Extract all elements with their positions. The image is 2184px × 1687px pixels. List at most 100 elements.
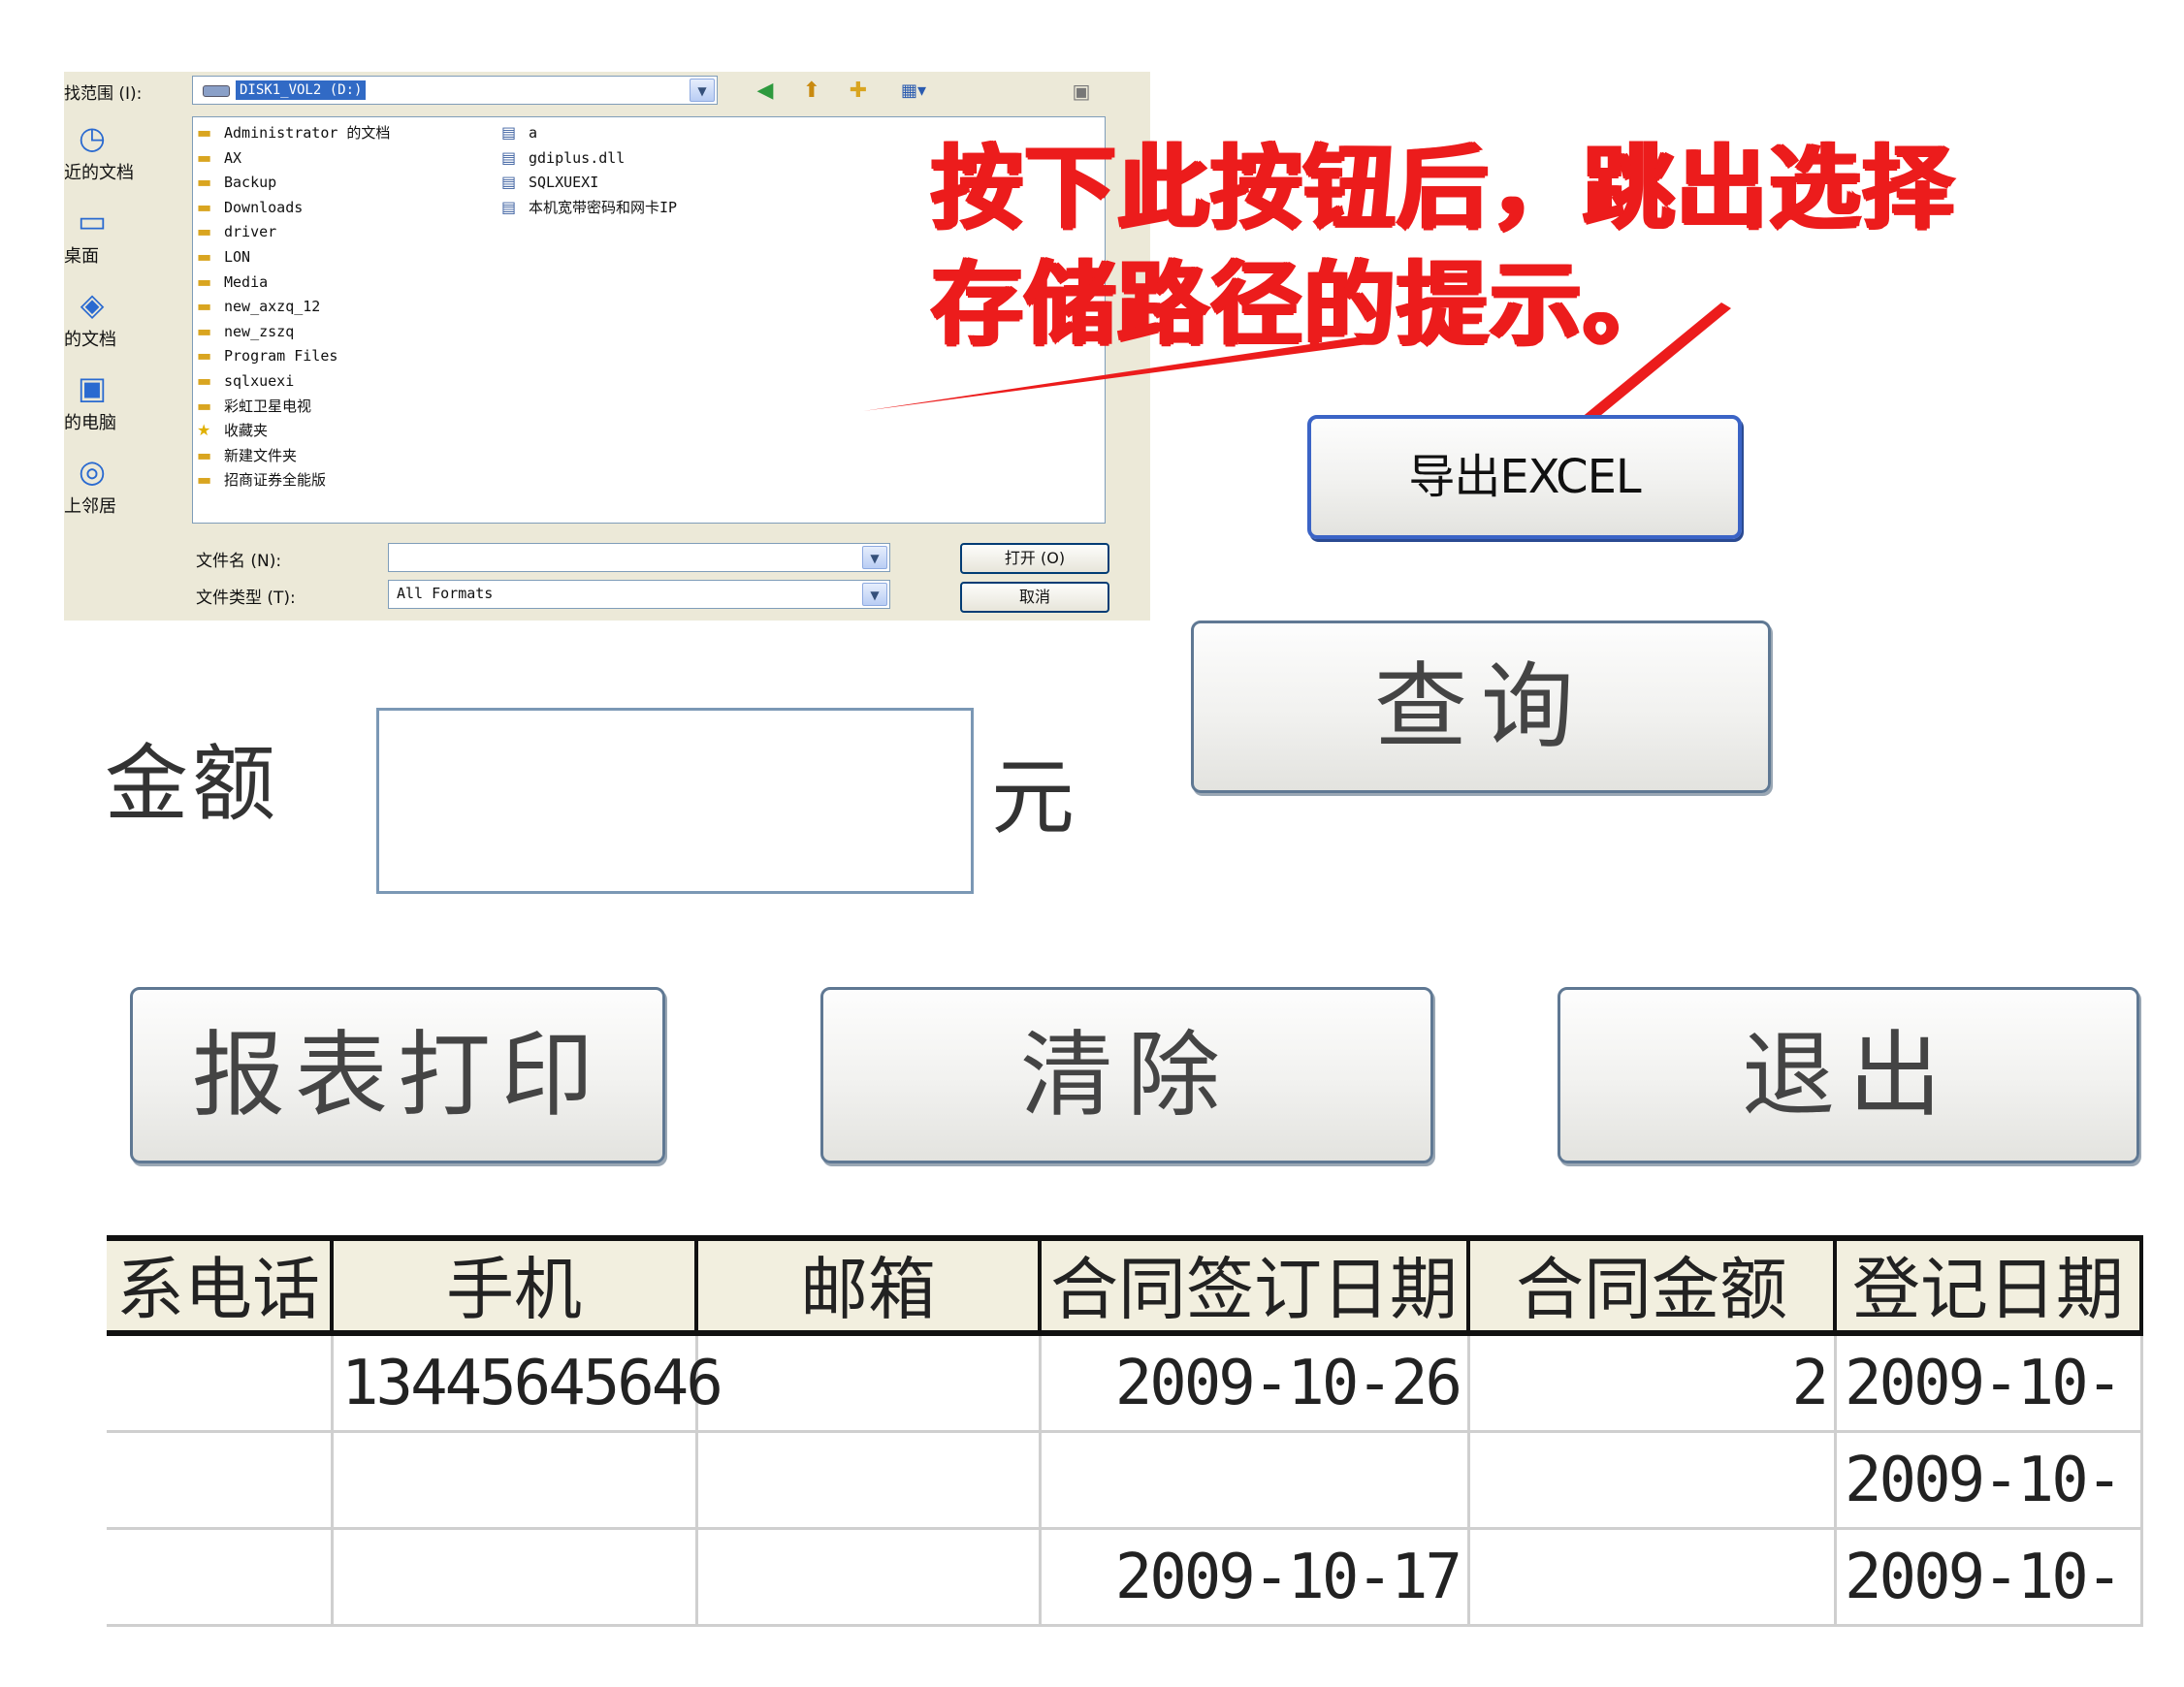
place-label: 近的文档 <box>64 163 134 183</box>
file-list-item[interactable]: ▬AX <box>197 146 241 170</box>
file-list-item[interactable]: ▤SQLXUEXI <box>501 171 598 194</box>
view-menu-icon[interactable]: ▦▾ <box>900 80 927 101</box>
filetype-value: All Formats <box>397 585 494 602</box>
column-header[interactable]: 系电话 <box>107 1241 334 1330</box>
drive-icon <box>203 85 230 97</box>
file-list-item[interactable]: ▬ new_axzq_12 <box>197 295 320 318</box>
column-header[interactable]: 合同签订日期 <box>1042 1241 1470 1330</box>
grid-cell[interactable] <box>107 1530 334 1627</box>
place-label: 上邻居 <box>64 496 116 517</box>
annotation-stroke-to-dialog <box>863 334 1382 411</box>
chevron-down-icon[interactable]: ▼ <box>862 546 887 569</box>
file-list-item[interactable]: ▬sqlxuexi <box>197 369 294 393</box>
file-list-item[interactable]: ▬LON <box>197 245 250 269</box>
grid-cell[interactable] <box>334 1433 698 1530</box>
amount-label: 金额 <box>105 736 279 833</box>
file-list-item[interactable]: ★ 收藏夹 <box>197 419 268 442</box>
file-name: Administrator 的文档 <box>224 124 391 142</box>
file-list-item[interactable]: ▬ new_zszq <box>197 320 294 343</box>
query-button[interactable]: 查询 <box>1191 621 1771 793</box>
grid-cell[interactable] <box>1470 1530 1837 1627</box>
file-list-item[interactable]: ▬Administrator 的文档 <box>197 121 390 144</box>
star-folder-icon: ★ <box>197 421 211 440</box>
file-list-item[interactable]: ▬新建文件夹 <box>197 444 297 467</box>
grid-cell[interactable]: 2 <box>1470 1336 1837 1433</box>
folder-icon: ▬ <box>197 222 212 241</box>
place-label: 桌面 <box>64 246 99 267</box>
file-list-item[interactable]: ▬Media <box>197 271 268 294</box>
look-in-value: DISK1_VOL2 (D:) <box>236 80 367 100</box>
amount-input[interactable] <box>376 708 974 894</box>
grid-cell[interactable] <box>107 1336 334 1433</box>
file-list-item[interactable]: ▬Downloads <box>197 196 303 219</box>
grid-cell[interactable] <box>1470 1433 1837 1530</box>
grid-cell[interactable]: 2009-10-17 <box>1042 1530 1470 1627</box>
grid-cell[interactable]: 13445645646 <box>334 1336 723 1433</box>
tools-icon[interactable]: ▣ <box>1072 80 1091 103</box>
grid-cell[interactable] <box>698 1336 1042 1433</box>
file-list[interactable]: ▬Administrator 的文档▬AX▬Backup▬Downloads▬d… <box>192 116 1106 524</box>
places-bar: ◷近的文档▭桌面◈的文档▣的电脑◎上邻居 <box>64 118 186 603</box>
file-list-item[interactable]: ▬彩虹卫星电视 <box>197 395 311 418</box>
folder-icon: ▬ <box>197 147 212 167</box>
look-in-combo[interactable]: DISK1_VOL2 (D:) ▼ <box>192 76 718 105</box>
filetype-label: 文件类型 (T): <box>196 589 296 608</box>
filename-combo[interactable]: ▼ <box>388 543 890 572</box>
column-header[interactable]: 邮箱 <box>698 1241 1042 1330</box>
column-header[interactable]: 手机 <box>334 1241 698 1330</box>
file-list-item[interactable]: ▤本机宽带密码和网卡IP <box>501 196 677 219</box>
column-header[interactable]: 合同金额 <box>1470 1241 1837 1330</box>
grid-cell[interactable]: 2009-10- <box>1837 1433 2143 1530</box>
exit-button[interactable]: 退出 <box>1558 987 2139 1163</box>
new-folder-icon[interactable]: ✚ <box>849 79 868 103</box>
back-icon[interactable]: ◀ <box>756 79 774 103</box>
file-list-item[interactable]: ▬招商证券全能版 <box>197 468 326 492</box>
unit-label: 元 <box>991 749 1075 846</box>
grid-cell[interactable] <box>1042 1433 1470 1530</box>
results-grid[interactable]: 系电话手机邮箱合同签订日期合同金额登记日期 13445645646 2009-10-… <box>107 1235 2143 1627</box>
file-list-item[interactable]: ▬ Backup <box>197 171 276 194</box>
cancel-button[interactable]: 取消 <box>960 582 1109 613</box>
chevron-down-icon[interactable]: ▼ <box>690 79 715 102</box>
file-name: 本机宽带密码和网卡IP <box>529 198 678 216</box>
grid-cell[interactable] <box>698 1530 1042 1627</box>
folder-icon: ▬ <box>197 346 212 366</box>
grid-cell[interactable]: 2009-10- <box>1837 1336 2143 1433</box>
export-excel-button[interactable]: 导出EXCEL <box>1307 415 1742 539</box>
file-name: 收藏夹 <box>224 422 269 440</box>
folder-icon: ▬ <box>197 470 212 490</box>
folder-icon: ▬ <box>197 297 212 316</box>
grid-cell[interactable] <box>698 1433 1042 1530</box>
annotation-line-2: 存储路径的提示。 <box>931 252 1677 358</box>
folder-icon: ▬ <box>197 173 212 192</box>
grid-cell[interactable] <box>107 1433 334 1530</box>
file-list-item[interactable]: ▤a <box>501 121 537 144</box>
file-name: Program Files <box>224 347 338 366</box>
grid-cell[interactable]: 2009-10- <box>1837 1530 2143 1627</box>
file-name: SQLXUEXI <box>529 174 599 192</box>
grid-cell[interactable] <box>334 1530 698 1627</box>
chevron-down-icon[interactable]: ▼ <box>862 583 887 606</box>
my-computer-icon: ▣ <box>77 369 108 406</box>
grid-header-bottom-border <box>107 1330 2143 1336</box>
filename-label: 文件名 (N): <box>196 552 282 571</box>
up-folder-icon[interactable]: ⬆ <box>802 79 821 103</box>
recent-documents-icon: ◷ <box>79 119 106 156</box>
place-label: 的电脑 <box>64 413 116 433</box>
file-name: new_zszq <box>224 322 295 340</box>
folder-icon: ▬ <box>197 321 212 340</box>
grid-cell[interactable]: 2009-10-26 <box>1042 1336 1470 1433</box>
file-list-item[interactable]: ▬ Program Files <box>197 344 337 367</box>
file-name: Downloads <box>224 198 304 216</box>
place-label: 的文档 <box>64 330 116 350</box>
file-list-item[interactable]: ▬driver <box>197 220 276 243</box>
filetype-combo[interactable]: All Formats ▼ <box>388 580 890 609</box>
file-list-item[interactable]: ▤gdiplus.dll <box>501 146 625 170</box>
clear-button[interactable]: 清除 <box>820 987 1433 1163</box>
file-name: new_axzq_12 <box>224 298 321 316</box>
file-name: Media <box>224 272 269 291</box>
print-report-button[interactable]: 报表打印 <box>130 987 665 1163</box>
column-header[interactable]: 登记日期 <box>1837 1241 2143 1330</box>
open-button[interactable]: 打开 (O) <box>960 543 1109 574</box>
file-name: Backup <box>224 174 277 192</box>
